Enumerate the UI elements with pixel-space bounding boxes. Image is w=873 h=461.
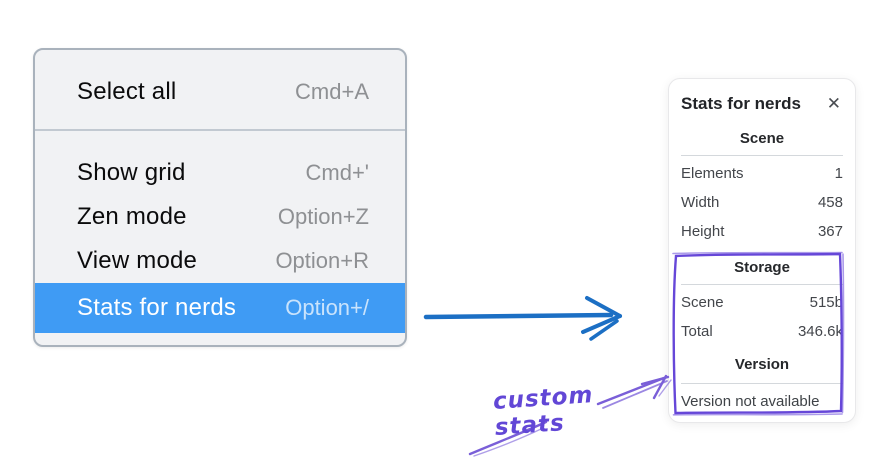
menu-item-label: Stats for nerds [77,294,237,321]
menu-item-shortcut: Cmd+A [295,79,369,104]
storage-rows: Scene 515b Total 346.6k [681,288,843,346]
context-menu: Select all Cmd+A Show grid Cmd+' Zen mod… [33,48,407,347]
menu-item-shortcut: Option+Z [277,204,369,229]
stat-row-elements: Elements 1 [681,159,843,188]
stat-row-scene-size: Scene 515b [681,288,843,317]
menu-item-select-all[interactable]: Select all Cmd+A [35,70,405,114]
menu-item-view-mode[interactable]: View mode Option+R [35,239,405,283]
storage-section-heading: Storage [734,259,790,276]
section-divider [681,284,843,285]
version-note: Version not available [681,393,820,410]
stat-row-width: Width 458 [681,188,843,217]
custom-stats-annotation: custom stats [492,382,595,441]
scene-section-heading: Scene [739,130,785,147]
menu-item-label: Zen mode [77,203,187,230]
section-divider [681,383,843,384]
stat-label: Scene [681,294,724,311]
close-icon[interactable]: ✕ [826,93,841,114]
menu-item-show-grid[interactable]: Show grid Cmd+' [35,151,405,195]
menu-item-shortcut: Cmd+' [305,160,370,185]
stat-label: Total [681,323,713,340]
scene-rows: Elements 1 Width 458 Height 367 [681,159,843,246]
stat-label: Height [681,223,725,240]
menu-item-label: Select all [77,78,177,105]
stat-value: 346.6k [797,323,843,340]
stat-value: 515b [809,294,843,311]
stats-panel-header: Stats for nerds ✕ [681,92,843,116]
stat-label: Elements [681,165,744,182]
stat-value: 367 [817,223,843,240]
stats-for-nerds-panel: Stats for nerds ✕ Scene Elements 1 Width… [668,78,856,423]
stat-row-total-size: Total 346.6k [681,317,843,346]
stats-panel-title: Stats for nerds [681,94,801,113]
stat-row-height: Height 367 [681,217,843,246]
stat-label: Width [681,194,720,211]
menu-divider [35,129,405,131]
stat-value: 458 [817,194,843,211]
menu-item-shortcut: Option+/ [285,295,369,320]
menu-section: Show grid Cmd+' Zen mode Option+Z View m… [35,131,405,333]
menu-item-shortcut: Option+R [275,248,369,273]
menu-item-label: View mode [77,247,198,274]
menu-item-stats-for-nerds[interactable]: Stats for nerds Option+/ [35,283,405,333]
blue-arrow [423,296,622,341]
section-divider [681,155,843,156]
menu-item-label: Show grid [77,159,186,186]
version-section-heading: Version [734,356,790,373]
menu-item-zen-mode[interactable]: Zen mode Option+Z [35,195,405,239]
stat-value: 1 [834,165,843,182]
